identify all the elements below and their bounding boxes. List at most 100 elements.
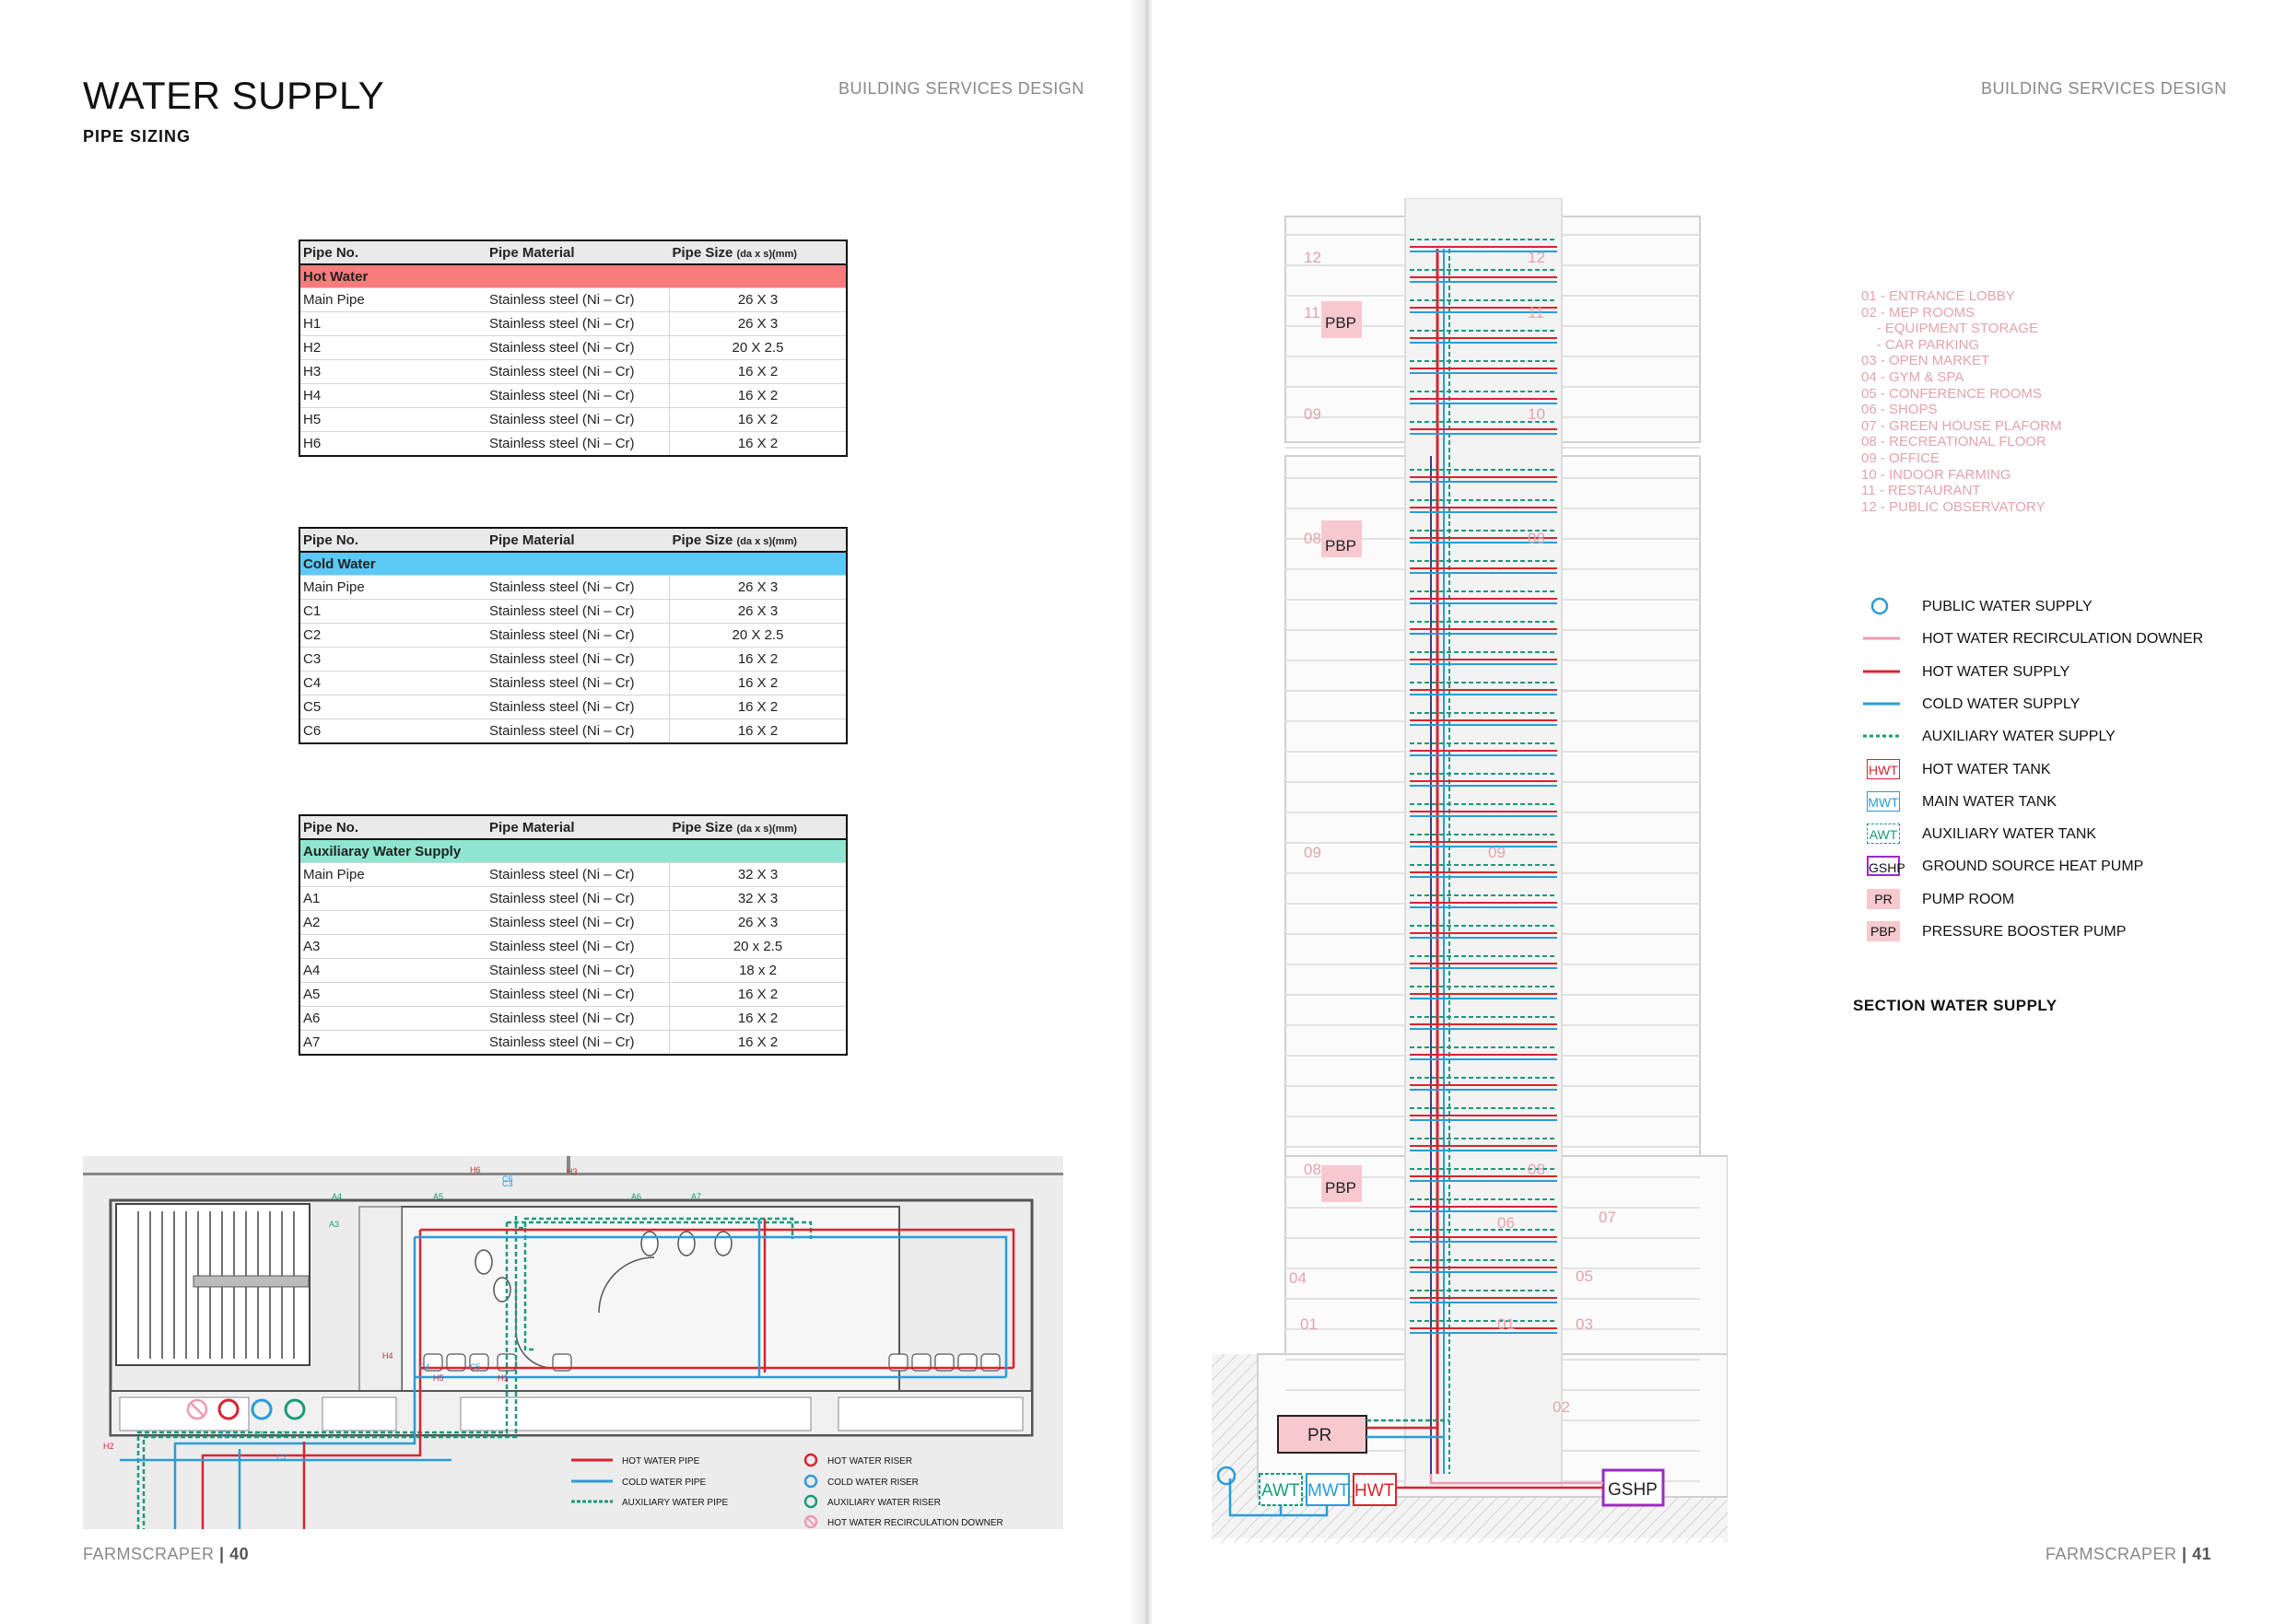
legend-aux-riser: AUXILIARY WATER RISER — [827, 1498, 941, 1508]
table-cell: A3 — [299, 934, 487, 959]
floor-index-item: 01 - ENTRANCE LOBBY — [1861, 288, 2015, 304]
pbp-label: PBP — [1325, 1179, 1356, 1197]
table-cell: Main Pipe — [299, 287, 487, 312]
legend-item: COLD WATER SUPPLY — [1861, 692, 2248, 719]
pipe-label: H5 — [433, 1373, 444, 1383]
footer-separator: | — [2176, 1545, 2193, 1563]
pink-line-icon — [1861, 626, 1902, 652]
floor-number: 04 — [1289, 1269, 1307, 1287]
table-cell: 16 X 2 — [669, 383, 847, 408]
legend-item: MWT MAIN WATER TANK — [1861, 789, 2248, 817]
pr-label: PR — [1307, 1426, 1331, 1445]
table-cell: Stainless steel (Ni – Cr) — [487, 335, 670, 360]
table-cell: Main Pipe — [299, 575, 487, 600]
red-line-icon — [1861, 660, 1902, 685]
table-cell: Stainless steel (Ni – Cr) — [487, 599, 670, 624]
table-cell: 26 X 3 — [669, 575, 847, 600]
pipe-label: A1 — [253, 1430, 264, 1439]
table-category: Hot Water — [299, 264, 847, 288]
pipe-label: A4 — [332, 1192, 342, 1201]
table-cell: 20 x 2.5 — [669, 934, 847, 959]
legend-label: HOT WATER SUPPLY — [1922, 663, 2070, 680]
floor-number: 10 — [1528, 405, 1545, 423]
pipe-label: H1 — [498, 1373, 509, 1383]
table-cell: C4 — [299, 671, 487, 695]
floor-number: 05 — [1576, 1268, 1593, 1285]
table-cell: 26 X 3 — [669, 287, 847, 312]
legend-symbol: PBP — [1867, 921, 1900, 941]
pipe-label: A6 — [631, 1192, 641, 1201]
floor-index-item: 05 - CONFERENCE ROOMS — [1861, 385, 2042, 402]
mwt-label: MWT — [1307, 1481, 1350, 1501]
floor-index-item: 12 - PUBLIC OBSERVATORY — [1861, 498, 2046, 515]
hot-riser-legend-icon — [803, 1453, 818, 1467]
floor-number: 09 — [1304, 405, 1321, 423]
awt-label: AWT — [1261, 1481, 1300, 1501]
table-header-cell: Pipe Size (da x s)(mm) — [669, 528, 847, 553]
pipe-label: C1 — [221, 1430, 232, 1439]
floor-number: 01 — [1300, 1315, 1318, 1333]
legend-aux-pipe: AUXILIARY WATER PIPE — [622, 1498, 729, 1508]
table-cell: Stainless steel (Ni – Cr) — [487, 575, 670, 600]
table-cell: 26 X 3 — [669, 599, 847, 624]
legend-symbol: MWT — [1867, 790, 1900, 812]
table-header-cell: Pipe Material — [487, 528, 670, 553]
legend-item: HOT WATER RECIRCULATION DOWNER — [1861, 626, 2248, 654]
table-cell: A4 — [299, 958, 487, 983]
table-header-cell: Pipe No. — [299, 815, 487, 840]
legend-symbol: AWT — [1867, 824, 1900, 845]
floor-number: 08 — [1304, 1161, 1321, 1178]
table-header-cell: Pipe No. — [299, 528, 487, 553]
legend-label: MAIN WATER TANK — [1922, 793, 2057, 810]
pipe-label: C5 — [470, 1362, 481, 1372]
table-cell: 16 X 2 — [669, 719, 847, 744]
floor-index-item: - EQUIPMENT STORAGE — [1861, 321, 2038, 337]
hwt-label: HWT — [1354, 1481, 1395, 1501]
page-title: WATER SUPPLY — [83, 74, 385, 117]
legend-symbol: PR — [1867, 888, 1900, 909]
table-cell: Stainless steel (Ni – Cr) — [487, 431, 670, 457]
floor-number: 08 — [1304, 530, 1321, 547]
hwt-box-icon: HWT — [1861, 757, 1902, 783]
pipe-label: A3 — [329, 1220, 339, 1229]
table-cell: 16 X 2 — [669, 359, 847, 384]
aux-riser-legend-icon — [803, 1494, 818, 1509]
table-cell: A1 — [299, 886, 487, 911]
floor-number: 09 — [1488, 844, 1506, 861]
table-cell: H2 — [299, 335, 487, 360]
table-header-cell: Pipe Material — [487, 815, 670, 840]
floor-number: 11 — [1304, 304, 1320, 321]
table-cell: H1 — [299, 311, 487, 336]
table-cell: 16 X 2 — [669, 982, 847, 1007]
legend-label: AUXILIARY WATER SUPPLY — [1922, 729, 2116, 745]
floor-index-item: 02 - MEP ROOMS — [1861, 304, 1975, 321]
footer-brand: FARMSCRAPER — [83, 1545, 215, 1563]
legend-symbol: HWT — [1867, 758, 1900, 779]
pipe-label: H4 — [382, 1351, 393, 1361]
legend-hot-riser: HOT WATER RISER — [827, 1456, 912, 1466]
legend-cold-pipe: COLD WATER PIPE — [622, 1478, 706, 1488]
floor-number: 07 — [1599, 1209, 1616, 1226]
page-number: 41 — [2192, 1545, 2212, 1563]
recirc-legend-icon — [803, 1514, 818, 1529]
legend-symbol: GSHP — [1867, 856, 1905, 877]
table-header-cell: Pipe No. — [299, 240, 487, 265]
table-cell: C1 — [299, 599, 487, 624]
legend-label: HOT WATER TANK — [1922, 761, 2051, 777]
table-cell: Stainless steel (Ni – Cr) — [487, 287, 670, 312]
legend-label: PUBLIC WATER SUPPLY — [1922, 599, 2093, 614]
